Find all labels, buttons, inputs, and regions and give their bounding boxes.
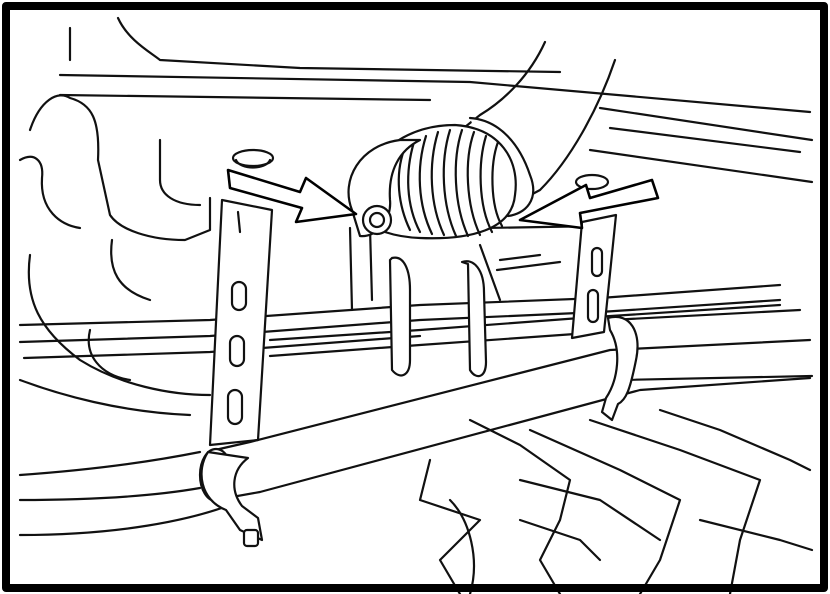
spring-seat bbox=[231, 148, 610, 191]
left-arrow-icon bbox=[226, 168, 358, 224]
lower-panel bbox=[418, 408, 814, 594]
bolt-icon bbox=[361, 204, 393, 236]
leaf-spring bbox=[18, 283, 802, 360]
callout-arrows bbox=[226, 168, 660, 230]
u-straps bbox=[388, 256, 488, 378]
hose-boot bbox=[347, 40, 617, 240]
right-hanger bbox=[570, 213, 618, 340]
tube-clamps bbox=[200, 315, 639, 548]
left-body bbox=[18, 94, 212, 417]
chassis-frame bbox=[58, 16, 814, 184]
right-arrow-icon bbox=[518, 178, 660, 230]
